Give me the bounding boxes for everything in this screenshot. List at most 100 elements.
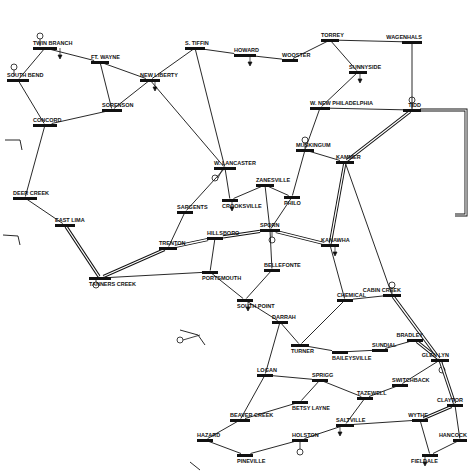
transmission-line-heavy bbox=[347, 112, 410, 161]
bus-bar: BETSY LAYNE bbox=[292, 401, 308, 404]
bus-bar: DARRAH bbox=[272, 321, 288, 324]
bus-bar: KAMMER bbox=[336, 161, 354, 164]
transmission-line-heavy bbox=[330, 164, 344, 244]
transmission-line bbox=[225, 170, 230, 199]
transmission-line bbox=[302, 302, 344, 344]
bus-bar: CONCORD bbox=[33, 124, 57, 127]
bus-name: BELLEFONTE bbox=[264, 262, 301, 268]
load-arrow bbox=[58, 55, 62, 59]
bus-bar: PHILO bbox=[284, 196, 300, 199]
bus-name: SALTVILLE bbox=[336, 417, 366, 423]
bus-bar: TWIN BRANCH bbox=[33, 47, 57, 50]
transmission-line bbox=[420, 422, 429, 454]
bus-name: PHILO bbox=[284, 200, 301, 206]
transmission-line bbox=[256, 56, 282, 59]
bus-bar: SUNDIAL bbox=[372, 349, 388, 352]
bus-name: TIDD bbox=[408, 102, 421, 108]
bus-bar: WAGENHALS bbox=[402, 41, 422, 44]
transmission-line-heavy bbox=[276, 232, 324, 244]
bus-name: DEER CREEK bbox=[13, 190, 49, 196]
bus-name: TANNERS CREEK bbox=[89, 281, 136, 287]
transmission-line bbox=[234, 187, 262, 199]
bus-bar: W. LANCASTER bbox=[214, 167, 236, 170]
bus-name: HOWARD bbox=[234, 47, 259, 53]
bus-bar: HILLSBORO bbox=[207, 237, 223, 240]
bus-bar: EAST LIMA bbox=[55, 224, 75, 227]
bus-bar: HOLSTON bbox=[292, 439, 308, 442]
bus-bar: TIDD bbox=[403, 109, 421, 112]
transmission-line bbox=[273, 376, 312, 380]
bus-bar: BAILEYSVILLE bbox=[332, 351, 348, 354]
generator-symbol bbox=[212, 175, 218, 181]
line-core bbox=[276, 232, 324, 244]
bus-name: TAZEWELL bbox=[357, 390, 387, 396]
transmission-line bbox=[268, 187, 288, 196]
tie-line-core bbox=[420, 110, 466, 215]
transmission-line bbox=[210, 240, 215, 271]
generator-lead bbox=[183, 335, 200, 340]
bus-bar: SARGENTS bbox=[177, 211, 193, 214]
bus-bar: TRENTON bbox=[159, 247, 177, 250]
transmission-line bbox=[433, 442, 457, 454]
bus-bar: TANNERS CREEK bbox=[89, 277, 111, 280]
transmission-line bbox=[151, 82, 223, 167]
tie-line bbox=[190, 462, 200, 470]
bus-name: WAGENHALS bbox=[386, 34, 422, 40]
load-arrow bbox=[333, 252, 337, 256]
bus-name: TRENTON bbox=[159, 240, 185, 246]
bus-bar: DEER CREEK bbox=[13, 197, 37, 200]
bus-name: ZANESVILLE bbox=[256, 177, 290, 183]
bus-bar: NEW LIBERTY bbox=[140, 79, 160, 82]
bus-bar: S. TIFFIN bbox=[185, 47, 205, 50]
bus-bar: SPORN bbox=[260, 229, 280, 232]
bus-name: GLEN LYN bbox=[422, 352, 449, 358]
generator-symbol bbox=[297, 449, 303, 455]
transmission-line bbox=[292, 152, 304, 196]
bus-name: DARRAH bbox=[272, 314, 296, 320]
bus-bar: HANCOCK bbox=[453, 439, 467, 442]
load-arrow bbox=[338, 432, 342, 436]
bus-bar: WYTHE bbox=[412, 419, 428, 422]
bus-name: FT. WAYNE bbox=[91, 54, 120, 60]
bus-bar: BRADLEY bbox=[407, 339, 423, 342]
bus-name: PINEVILLE bbox=[237, 458, 265, 464]
tie-line bbox=[5, 140, 22, 150]
bus-bar: SORENSON bbox=[102, 109, 122, 112]
bus-bar: CABIN CREEK bbox=[383, 294, 401, 297]
line-core bbox=[103, 250, 164, 277]
bus-name: KANAWHA bbox=[321, 237, 350, 243]
bus-bar: SOUTH POINT bbox=[237, 299, 253, 302]
load-arrow bbox=[358, 79, 362, 83]
bus-name: BEAVER CREEK bbox=[230, 412, 273, 418]
transmission-line bbox=[330, 108, 403, 110]
generator-lead bbox=[272, 232, 273, 237]
transmission-line-heavy bbox=[66, 227, 99, 277]
generator-symbol bbox=[269, 237, 275, 243]
bus-bar: TURNER bbox=[291, 344, 309, 347]
transmission-line bbox=[348, 350, 372, 351]
generator-lead bbox=[300, 442, 301, 449]
bus-name: TORREY bbox=[321, 32, 344, 38]
bus-name: SOUTH POINT bbox=[237, 303, 275, 309]
bus-name: SPORN bbox=[260, 222, 280, 228]
generator-symbols bbox=[11, 33, 445, 455]
bus-bar: W. NEW PHILADELPHIA bbox=[310, 107, 330, 110]
generator-symbol bbox=[11, 64, 17, 70]
transmission-line bbox=[265, 324, 279, 374]
bus-name: SOUTH BEND bbox=[7, 72, 43, 78]
transmission-line bbox=[111, 272, 202, 277]
transmission-line bbox=[251, 442, 295, 454]
bus-name: W. LANCASTER bbox=[214, 160, 256, 166]
transmission-line bbox=[324, 382, 362, 397]
bus-name: BRADLEY bbox=[396, 332, 423, 338]
transmission-line bbox=[25, 127, 44, 197]
bus-name: CONCORD bbox=[33, 117, 61, 123]
bus-name: W. NEW PHILADELPHIA bbox=[310, 100, 373, 106]
transmission-line bbox=[339, 40, 402, 42]
bus-bar: CHEMICAL bbox=[337, 299, 353, 302]
line-core bbox=[330, 164, 344, 244]
bus-name: S. TIFFIN bbox=[185, 40, 209, 46]
bus-name: SARGENTS bbox=[177, 204, 208, 210]
bus-name: TURNER bbox=[291, 348, 314, 354]
